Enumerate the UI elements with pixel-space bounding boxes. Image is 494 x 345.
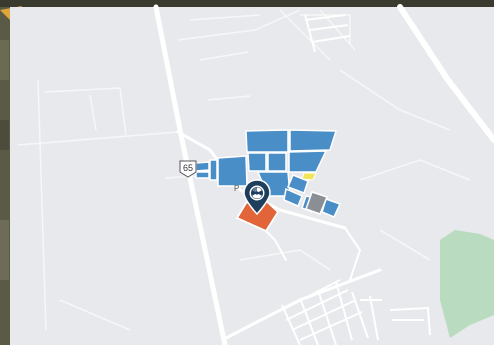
parcel-blue-north-west — [245, 129, 289, 153]
parcel-blue-mid-1 — [247, 152, 267, 172]
map-base — [10, 7, 494, 345]
highway-shield-label: 65 — [183, 163, 193, 173]
parcel-blue-west-narrow-2 — [195, 161, 210, 172]
poi-label: P — [234, 184, 239, 193]
parcel-blue-west-narrow-1 — [209, 159, 218, 181]
parcel-gray[interactable] — [305, 191, 328, 215]
map-pin-marker-icon[interactable] — [243, 179, 271, 216]
parcel-blue-mid-3 — [288, 150, 328, 173]
parcel-blue-north-east — [289, 129, 338, 152]
parcel-yellow[interactable] — [301, 172, 317, 181]
park-area — [440, 230, 494, 338]
parcel-group-blue[interactable] — [195, 129, 342, 218]
highway-shield: 65 — [179, 160, 197, 178]
parcel-blue-west-large — [217, 155, 248, 187]
parcel-blue-se-2 — [283, 187, 303, 207]
parcel-blue-mid-2 — [267, 152, 287, 172]
parcel-blue-west-narrow-3 — [195, 171, 210, 179]
